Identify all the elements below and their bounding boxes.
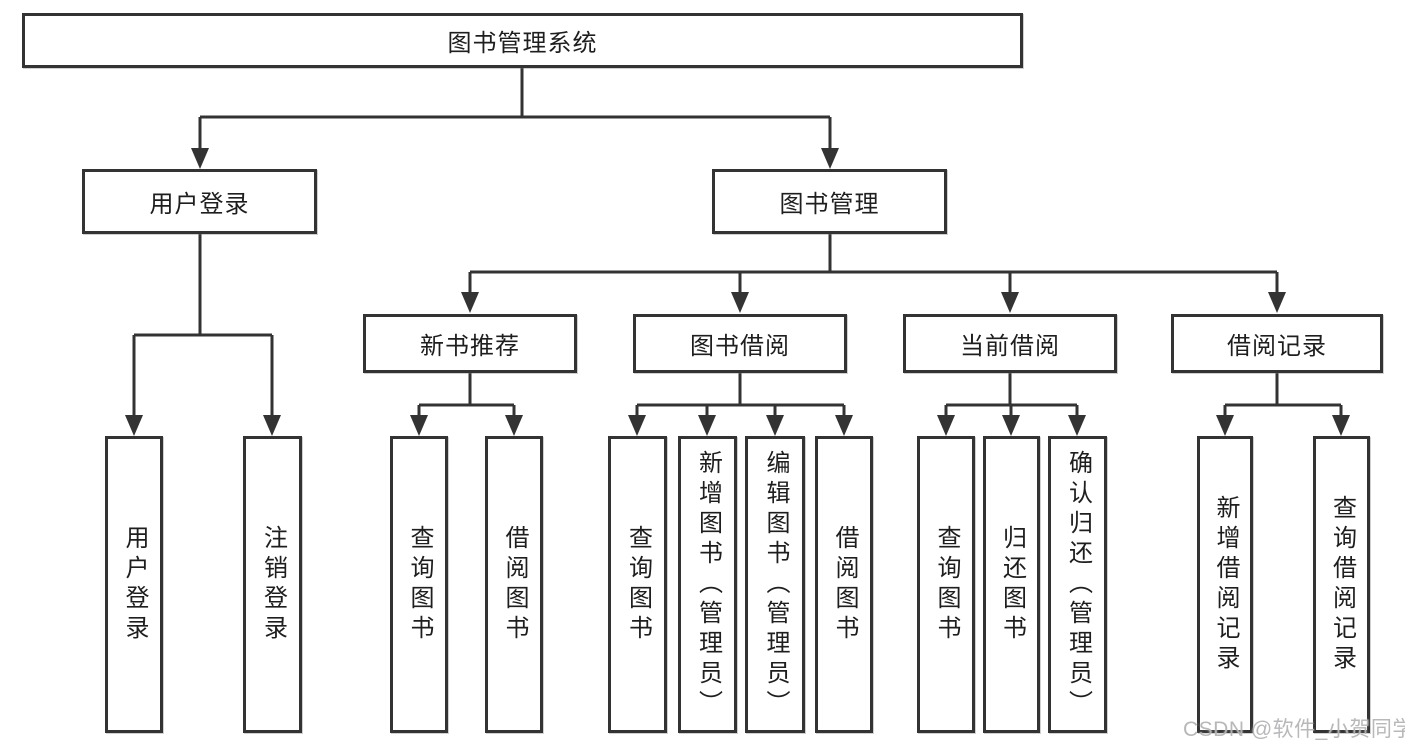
node-new-book-box: 新书推荐 <box>363 314 577 373</box>
node-borrow-records-label: 借阅记录 <box>1227 333 1327 360</box>
connector-user-login <box>132 234 274 424</box>
leaf-add-borrow-record-box: 新增借阅记录 <box>1197 436 1253 733</box>
connector-book-mgmt <box>468 234 1279 301</box>
leaf-newbook-query-books-label: 查询图书 <box>406 524 433 645</box>
leaf-return-books-label: 归还图书 <box>998 524 1026 645</box>
node-current-borrow-box: 当前借阅 <box>903 314 1117 373</box>
node-root-box: 图书管理系统 <box>22 13 1023 68</box>
leaf-logout-box: 注销登录 <box>243 436 302 733</box>
leaf-add-books-admin-box: 新增图书（管理员） <box>678 436 737 733</box>
node-book-borrow-label: 图书借阅 <box>690 333 790 360</box>
node-user-login-label: 用户登录 <box>149 191 250 218</box>
leaf-newbook-query-books-box: 查询图书 <box>390 436 448 733</box>
arrowhead-icon <box>125 415 143 436</box>
arrowhead-icon <box>731 292 749 313</box>
leaf-edit-books-admin-box: 编辑图书（管理员） <box>745 436 805 733</box>
arrowhead-icon <box>263 415 281 436</box>
node-new-book-label: 新书推荐 <box>420 333 520 360</box>
arrowhead-icon <box>1216 415 1234 436</box>
node-current-borrow-label: 当前借阅 <box>960 333 1060 360</box>
leaf-current-query-books-label: 查询图书 <box>933 524 960 645</box>
leaf-user-login-label: 用户登录 <box>121 524 148 645</box>
arrowhead-icon <box>1268 292 1286 313</box>
leaf-edit-books-admin-label: 编辑图书（管理员） <box>762 449 789 720</box>
leaf-borrow-query-books-label: 查询图书 <box>624 524 652 645</box>
connector-book-borrow <box>635 373 846 424</box>
leaf-add-borrow-record-label: 新增借阅记录 <box>1212 494 1239 675</box>
connector-root <box>198 68 832 158</box>
leaf-user-login-box: 用户登录 <box>105 436 163 733</box>
csdn-watermark: CSDN @软件_小贺同学 <box>1183 718 1405 741</box>
arrowhead-icon <box>1332 415 1350 436</box>
node-book-borrow-box: 图书借阅 <box>633 314 847 373</box>
arrowhead-icon <box>821 148 839 169</box>
arrowhead-icon <box>698 415 716 436</box>
connector-new-book <box>417 373 516 424</box>
node-root-label: 图书管理系统 <box>447 30 598 57</box>
leaf-current-query-books-box: 查询图书 <box>917 436 975 733</box>
leaf-borrow-query-books-box: 查询图书 <box>608 436 667 733</box>
node-user-login-box: 用户登录 <box>82 169 317 234</box>
leaf-logout-label: 注销登录 <box>259 524 287 645</box>
leaf-add-books-admin-label: 新增图书（管理员） <box>694 449 722 720</box>
connector-current-borrow <box>944 373 1079 424</box>
connector-borrow-records <box>1223 373 1343 424</box>
arrowhead-icon <box>461 292 479 313</box>
leaf-newbook-borrow-books-label: 借阅图书 <box>501 524 528 645</box>
node-borrow-records-box: 借阅记录 <box>1171 314 1383 373</box>
leaf-newbook-borrow-books-box: 借阅图书 <box>485 436 543 733</box>
arrowhead-icon <box>191 148 209 169</box>
arrowhead-icon <box>835 415 853 436</box>
node-book-mgmt-box: 图书管理 <box>712 169 947 234</box>
leaf-confirm-return-admin-label: 确认归还（管理员） <box>1064 449 1092 720</box>
arrowhead-icon <box>1002 415 1020 436</box>
leaf-return-books-box: 归还图书 <box>983 436 1040 733</box>
arrowhead-icon <box>1068 415 1086 436</box>
arrowhead-icon <box>628 415 646 436</box>
leaf-query-borrow-record-box: 查询借阅记录 <box>1313 436 1370 733</box>
node-book-mgmt-label: 图书管理 <box>779 191 880 218</box>
leaf-borrow-borrow-books-box: 借阅图书 <box>815 436 873 733</box>
leaf-confirm-return-admin-box: 确认归还（管理员） <box>1048 436 1107 733</box>
arrowhead-icon <box>937 415 955 436</box>
arrowhead-icon <box>505 415 523 436</box>
arrowhead-icon <box>1001 292 1019 313</box>
leaf-query-borrow-record-label: 查询借阅记录 <box>1328 494 1356 675</box>
arrowhead-icon <box>766 415 784 436</box>
leaf-borrow-borrow-books-label: 借阅图书 <box>831 524 858 645</box>
arrowhead-icon <box>410 415 428 436</box>
